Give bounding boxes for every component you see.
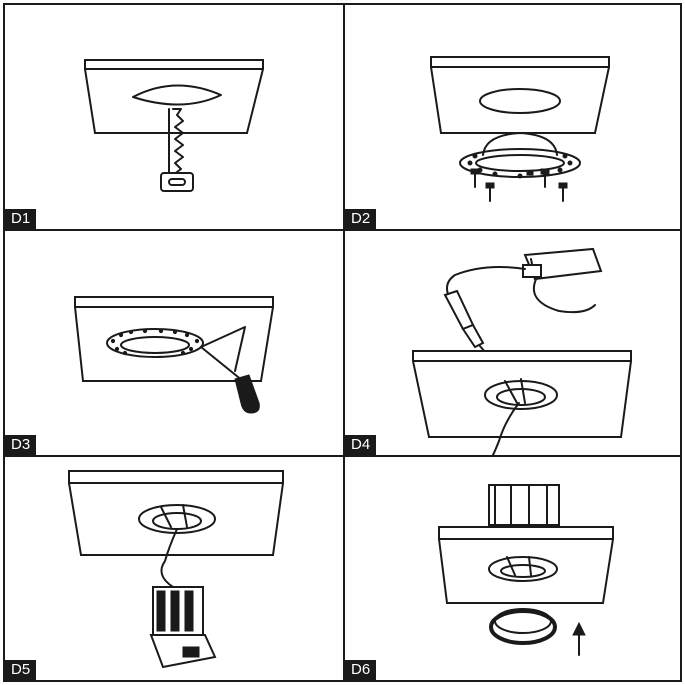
panel-d6: D6 [343, 455, 682, 682]
panel-d3: D3 [3, 229, 345, 457]
ceiling-panel [431, 57, 609, 133]
d3-illustration [5, 231, 343, 455]
panel-d5: D5 [3, 455, 345, 682]
d5-illustration [5, 457, 343, 680]
ceiling-panel [85, 60, 263, 133]
d1-illustration [5, 5, 343, 229]
trim-ring [491, 611, 555, 643]
mounting-dome [483, 133, 557, 155]
d6-illustration [345, 457, 680, 680]
step-label: D5 [5, 660, 36, 680]
step-label: D3 [5, 435, 36, 455]
step-label: D2 [345, 209, 376, 229]
ceiling-panel [413, 351, 631, 437]
connector-plug [445, 291, 473, 329]
saw-handle [161, 173, 193, 191]
step-label: D4 [345, 435, 376, 455]
panel-d1: D1 [3, 3, 345, 231]
d4-illustration [345, 231, 680, 455]
step-label: D1 [5, 209, 36, 229]
d2-illustration [345, 5, 680, 229]
step-label: D6 [345, 660, 376, 680]
panel-d4: D4 [343, 229, 682, 457]
cable-right [534, 277, 595, 312]
led-module-top [489, 485, 559, 525]
panel-d2: D2 [343, 3, 682, 231]
driver-connector [523, 265, 541, 277]
